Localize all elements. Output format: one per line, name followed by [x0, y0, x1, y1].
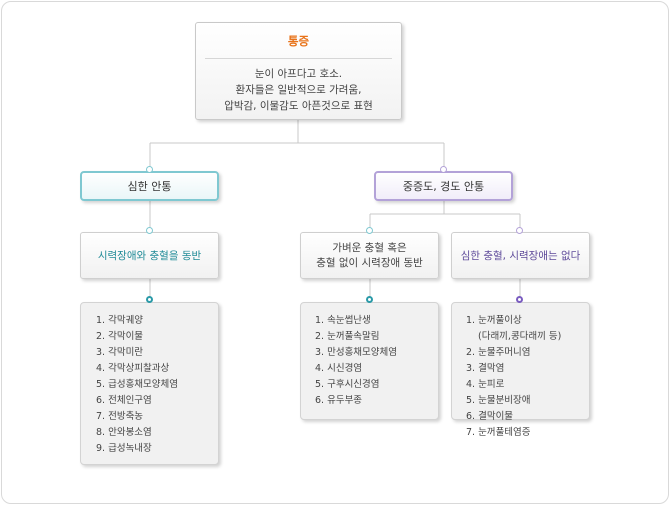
- list-item: 3. 결막염: [466, 363, 505, 374]
- list-severe: 1. 각막궤양 2. 각막이물 3. 각막미란 4. 각막상피찰과상 5. 급성…: [80, 302, 219, 465]
- root-description: 눈이 아프다고 호소. 환자들은 일반적으로 가려움, 압박감, 이물감도 아픈…: [196, 66, 401, 114]
- list-item: 4. 각막상피찰과상: [96, 363, 170, 374]
- connector-dot: [146, 296, 153, 303]
- connector-dot: [366, 296, 373, 303]
- list-item: 1. 속눈썹난생: [315, 315, 371, 326]
- root-desc-line: 압박감, 이물감도 아픈것으로 표현: [224, 100, 373, 112]
- list-item: 1. 각막궤양: [96, 315, 144, 326]
- connector-dot: [146, 227, 153, 234]
- condition-moderate-1: 가벼운 충혈 혹은 충혈 없이 시력장애 동반: [300, 232, 439, 279]
- root-divider: [205, 58, 392, 59]
- condition-severe: 시력장애와 충혈을 동반: [80, 232, 219, 279]
- root-title: 통증: [287, 34, 310, 48]
- condition-label: 시력장애와 충혈을 동반: [97, 250, 202, 262]
- root-node-pain: 통증 눈이 아프다고 호소. 환자들은 일반적으로 가려움, 압박감, 이물감도…: [195, 22, 402, 120]
- list-item: 6. 유두부종: [315, 395, 363, 406]
- list-item: 6. 결막이물: [466, 411, 514, 422]
- condition-label: 충혈 없이 시력장애 동반: [316, 256, 423, 269]
- list-item: 5. 구후시신경염: [315, 379, 380, 390]
- list-item: 5. 급성홍채모양체염: [96, 379, 179, 390]
- list-item: 8. 안와봉소염: [96, 427, 152, 438]
- connector-dot: [516, 296, 523, 303]
- condition-label: 가벼운 충혈 혹은: [332, 241, 407, 254]
- branch-severe-pain: 심한 안통: [80, 171, 219, 201]
- list-item: 7. 전방축농: [96, 411, 144, 422]
- list-item: 3. 만성홍채모양체염: [315, 347, 398, 358]
- connector-dot: [440, 166, 447, 173]
- list-item: 1. 눈꺼풀이상: [466, 315, 522, 326]
- condition-label: 심한 충혈, 시력장애는 없다: [460, 250, 581, 262]
- list-item: 9. 급성녹내장: [96, 443, 152, 454]
- list-item: 2. 눈물주머니염: [466, 347, 531, 358]
- list-moderate-1: 1. 속눈썹난생 2. 눈꺼풀속말림 3. 만성홍채모양체염 4. 시신경염 5…: [300, 302, 439, 420]
- condition-moderate-2: 심한 충혈, 시력장애는 없다: [451, 232, 590, 279]
- connector-dot: [366, 227, 373, 234]
- list-item: (다래끼,콩다래끼 등): [478, 331, 562, 342]
- list-item: 2. 각막이물: [96, 331, 144, 342]
- connector-dot: [146, 166, 153, 173]
- list-item: 3. 각막미란: [96, 347, 144, 358]
- list-item: 4. 눈피로: [466, 379, 505, 390]
- list-moderate-2: 1. 눈꺼풀이상 (다래끼,콩다래끼 등) 2. 눈물주머니염 3. 결막염 4…: [451, 302, 590, 438]
- list-item: 6. 전체인구염: [96, 395, 152, 406]
- list-item: 5. 눈물분비장애: [466, 395, 531, 406]
- list-item: 7. 눈꺼풀테염증: [466, 427, 531, 438]
- branch-moderate-pain: 중증도, 경도 안통: [374, 171, 513, 201]
- root-desc-line: 환자들은 일반적으로 가려움,: [235, 84, 362, 96]
- root-desc-line: 눈이 아프다고 호소.: [254, 68, 343, 80]
- list-item: 4. 시신경염: [315, 363, 363, 374]
- connector-dot: [516, 227, 523, 234]
- list-item: 2. 눈꺼풀속말림: [315, 331, 380, 342]
